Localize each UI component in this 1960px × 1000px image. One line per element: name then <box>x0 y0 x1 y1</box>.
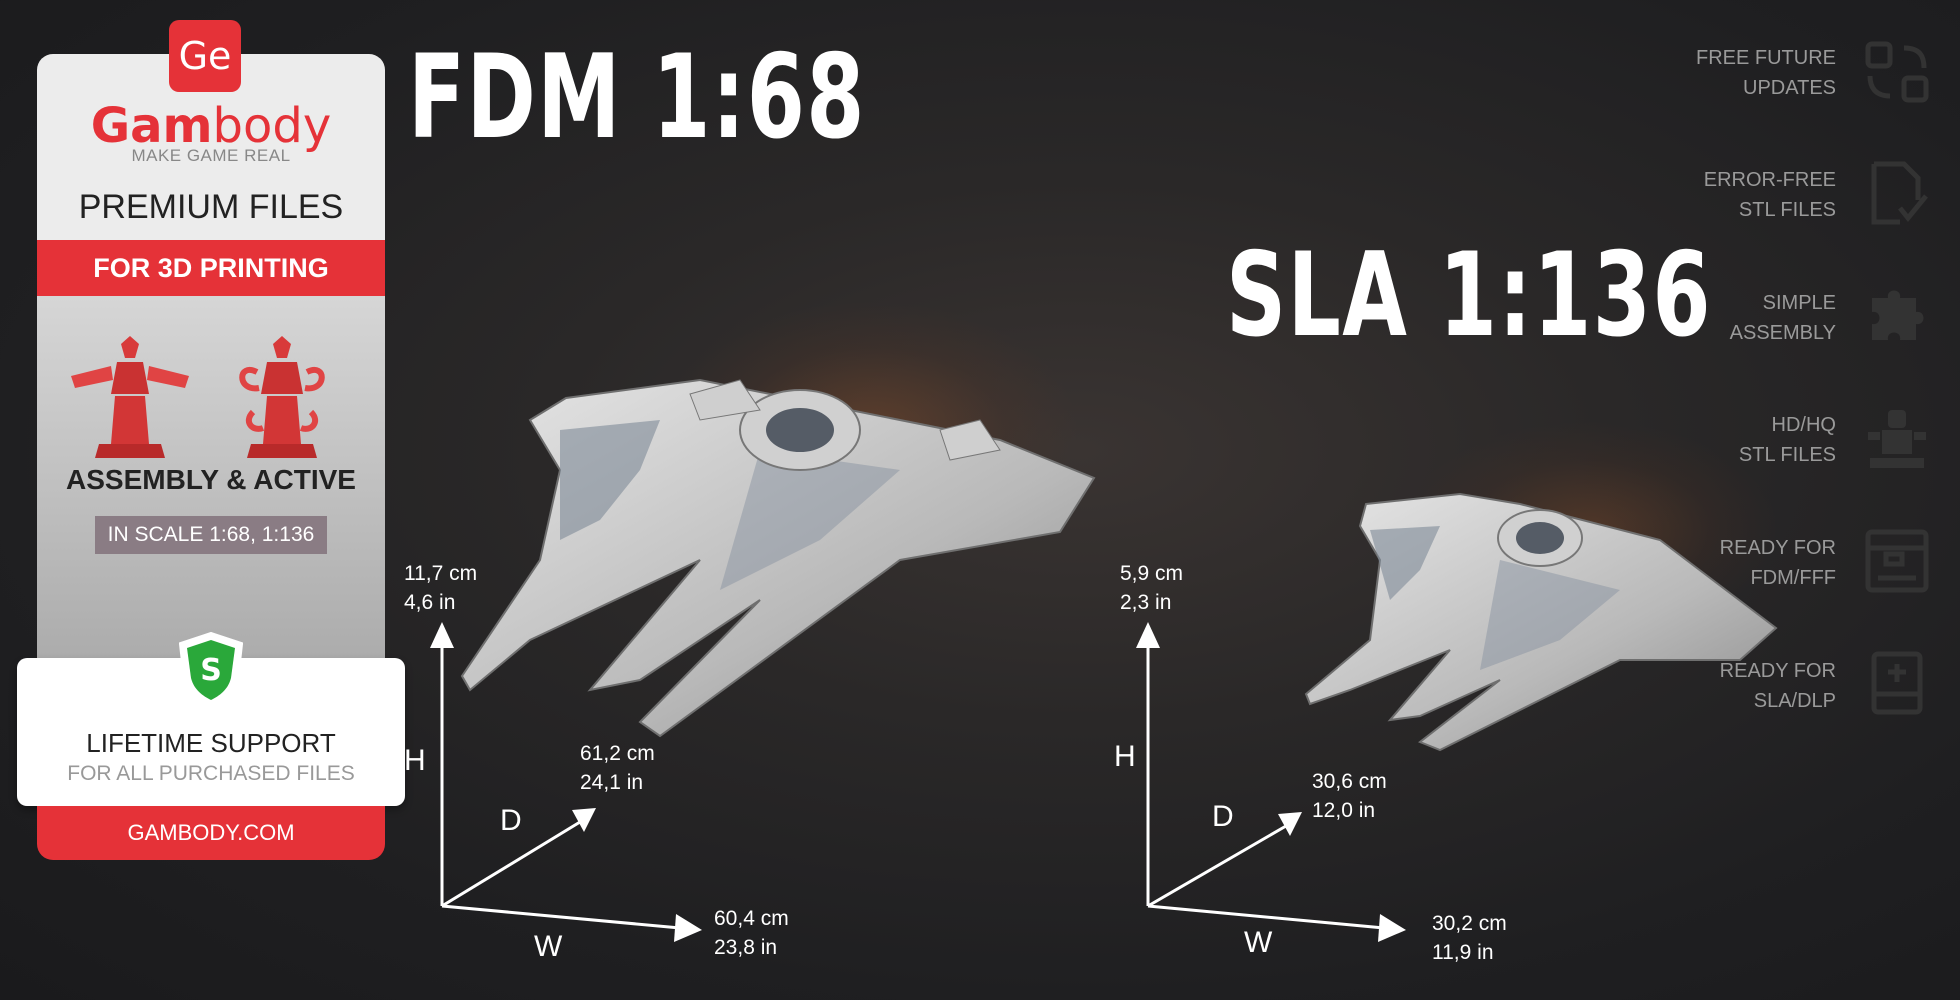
feature-line2: FDM/FFF <box>1750 567 1836 589</box>
sla-axis-h: H <box>1114 740 1136 773</box>
file-check-icon <box>1864 160 1930 226</box>
fdm-depth-label: 61,2 cm 24,1 in <box>580 739 655 797</box>
fdm-height-label: 11,7 cm 4,6 in <box>404 559 477 617</box>
feature-line2: ASSEMBLY <box>1729 322 1836 344</box>
feature-line1: FREE FUTURE <box>1696 47 1836 69</box>
fdm-height-cm: 11,7 cm <box>404 562 478 585</box>
sla-spaceship-model <box>1304 492 1778 752</box>
sla-width-label: 30,2 cm 11,9 in <box>1432 909 1507 967</box>
feature-ready-fdm: READY FOR FDM/FFF <box>1636 533 1836 593</box>
shield-icon: S <box>179 632 243 708</box>
feature-line2: STL FILES <box>1738 199 1836 221</box>
brand-name-part1: Gam <box>90 98 213 154</box>
panel-header: Ge Gambody MAKE GAME REAL PREMIUM FILES <box>37 20 385 240</box>
sla-depth-in: 12,0 in <box>1312 799 1376 822</box>
fdm-axis-h: H <box>404 744 426 777</box>
fdm-printer-icon <box>1864 528 1930 594</box>
gambody-logo-icon: Ge <box>169 20 241 92</box>
fdm-spaceship-model <box>460 378 1096 738</box>
sla-height-cm: 5,9 cm <box>1120 562 1184 585</box>
fdm-axis-d: D <box>500 804 522 837</box>
feature-hd-hq: HD/HQ STL FILES <box>1636 410 1836 470</box>
sla-height-label: 5,9 cm 2,3 in <box>1120 559 1183 617</box>
feature-error-free: ERROR-FREE STL FILES <box>1636 165 1836 225</box>
brand-name-part2: body <box>212 98 332 154</box>
feature-simple-assembly: SIMPLE ASSEMBLY <box>1636 288 1836 348</box>
fdm-scale-title: FDM 1:68 <box>408 30 866 165</box>
fdm-axis-w: W <box>534 930 563 963</box>
sla-axis-w: W <box>1244 926 1273 959</box>
feature-line1: ERROR-FREE <box>1703 169 1836 191</box>
sla-height-in: 2,3 in <box>1120 591 1172 614</box>
feature-line1: HD/HQ <box>1771 414 1836 436</box>
sla-depth-cm: 30,6 cm <box>1312 770 1387 793</box>
fdm-depth-cm: 61,2 cm <box>580 742 655 765</box>
fdm-width-label: 60,4 cm 23,8 in <box>714 904 789 962</box>
feature-line1: READY FOR <box>1719 537 1836 559</box>
fdm-width-in: 23,8 in <box>714 936 778 959</box>
updates-icon <box>1864 38 1930 104</box>
for-3d-printing-banner: FOR 3D PRINTING <box>37 240 385 296</box>
sla-axis-d: D <box>1212 800 1234 833</box>
assembled-figure-icon <box>71 336 189 458</box>
feature-free-updates: FREE FUTURE UPDATES <box>1636 43 1836 103</box>
sla-dimension-axes <box>1136 622 1406 942</box>
feature-line2: STL FILES <box>1738 444 1836 466</box>
feature-line1: SIMPLE <box>1762 292 1836 314</box>
sla-width-cm: 30,2 cm <box>1432 912 1507 935</box>
sla-scale-title: SLA 1:136 <box>1226 228 1712 363</box>
feature-line2: UPDATES <box>1743 77 1836 99</box>
fdm-dimension-axes <box>430 622 702 942</box>
lifetime-support-card: S LIFETIME SUPPORT FOR ALL PURCHASED FIL… <box>17 632 405 806</box>
shield-letter: S <box>200 653 222 688</box>
brand-tagline: MAKE GAME REAL <box>131 146 291 165</box>
assembly-active-heading: ASSEMBLY & ACTIVE <box>66 464 356 495</box>
gambody-site-link[interactable]: GAMBODY.COM <box>37 806 385 860</box>
figure-icon <box>1864 406 1930 472</box>
feature-ready-sla: READY FOR SLA/DLP <box>1636 656 1836 716</box>
feature-line1: READY FOR <box>1719 660 1836 682</box>
support-title: LIFETIME SUPPORT <box>86 728 336 758</box>
active-figure-icon <box>239 336 325 458</box>
feature-line2: SLA/DLP <box>1753 690 1836 712</box>
scale-badge: IN SCALE 1:68, 1:136 <box>95 516 327 554</box>
sla-printer-icon <box>1864 650 1930 716</box>
premium-files-heading: PREMIUM FILES <box>78 188 344 226</box>
brand-name: Gambody <box>37 98 385 154</box>
puzzle-icon <box>1864 282 1930 348</box>
fdm-depth-in: 24,1 in <box>580 771 644 794</box>
support-subtitle: FOR ALL PURCHASED FILES <box>67 762 355 785</box>
fdm-width-cm: 60,4 cm <box>714 907 789 930</box>
sla-width-in: 11,9 in <box>1432 941 1494 964</box>
fdm-height-in: 4,6 in <box>404 591 456 614</box>
sla-depth-label: 30,6 cm 12,0 in <box>1312 767 1387 825</box>
gambody-info-panel: Ge Gambody MAKE GAME REAL PREMIUM FILES … <box>17 20 405 860</box>
